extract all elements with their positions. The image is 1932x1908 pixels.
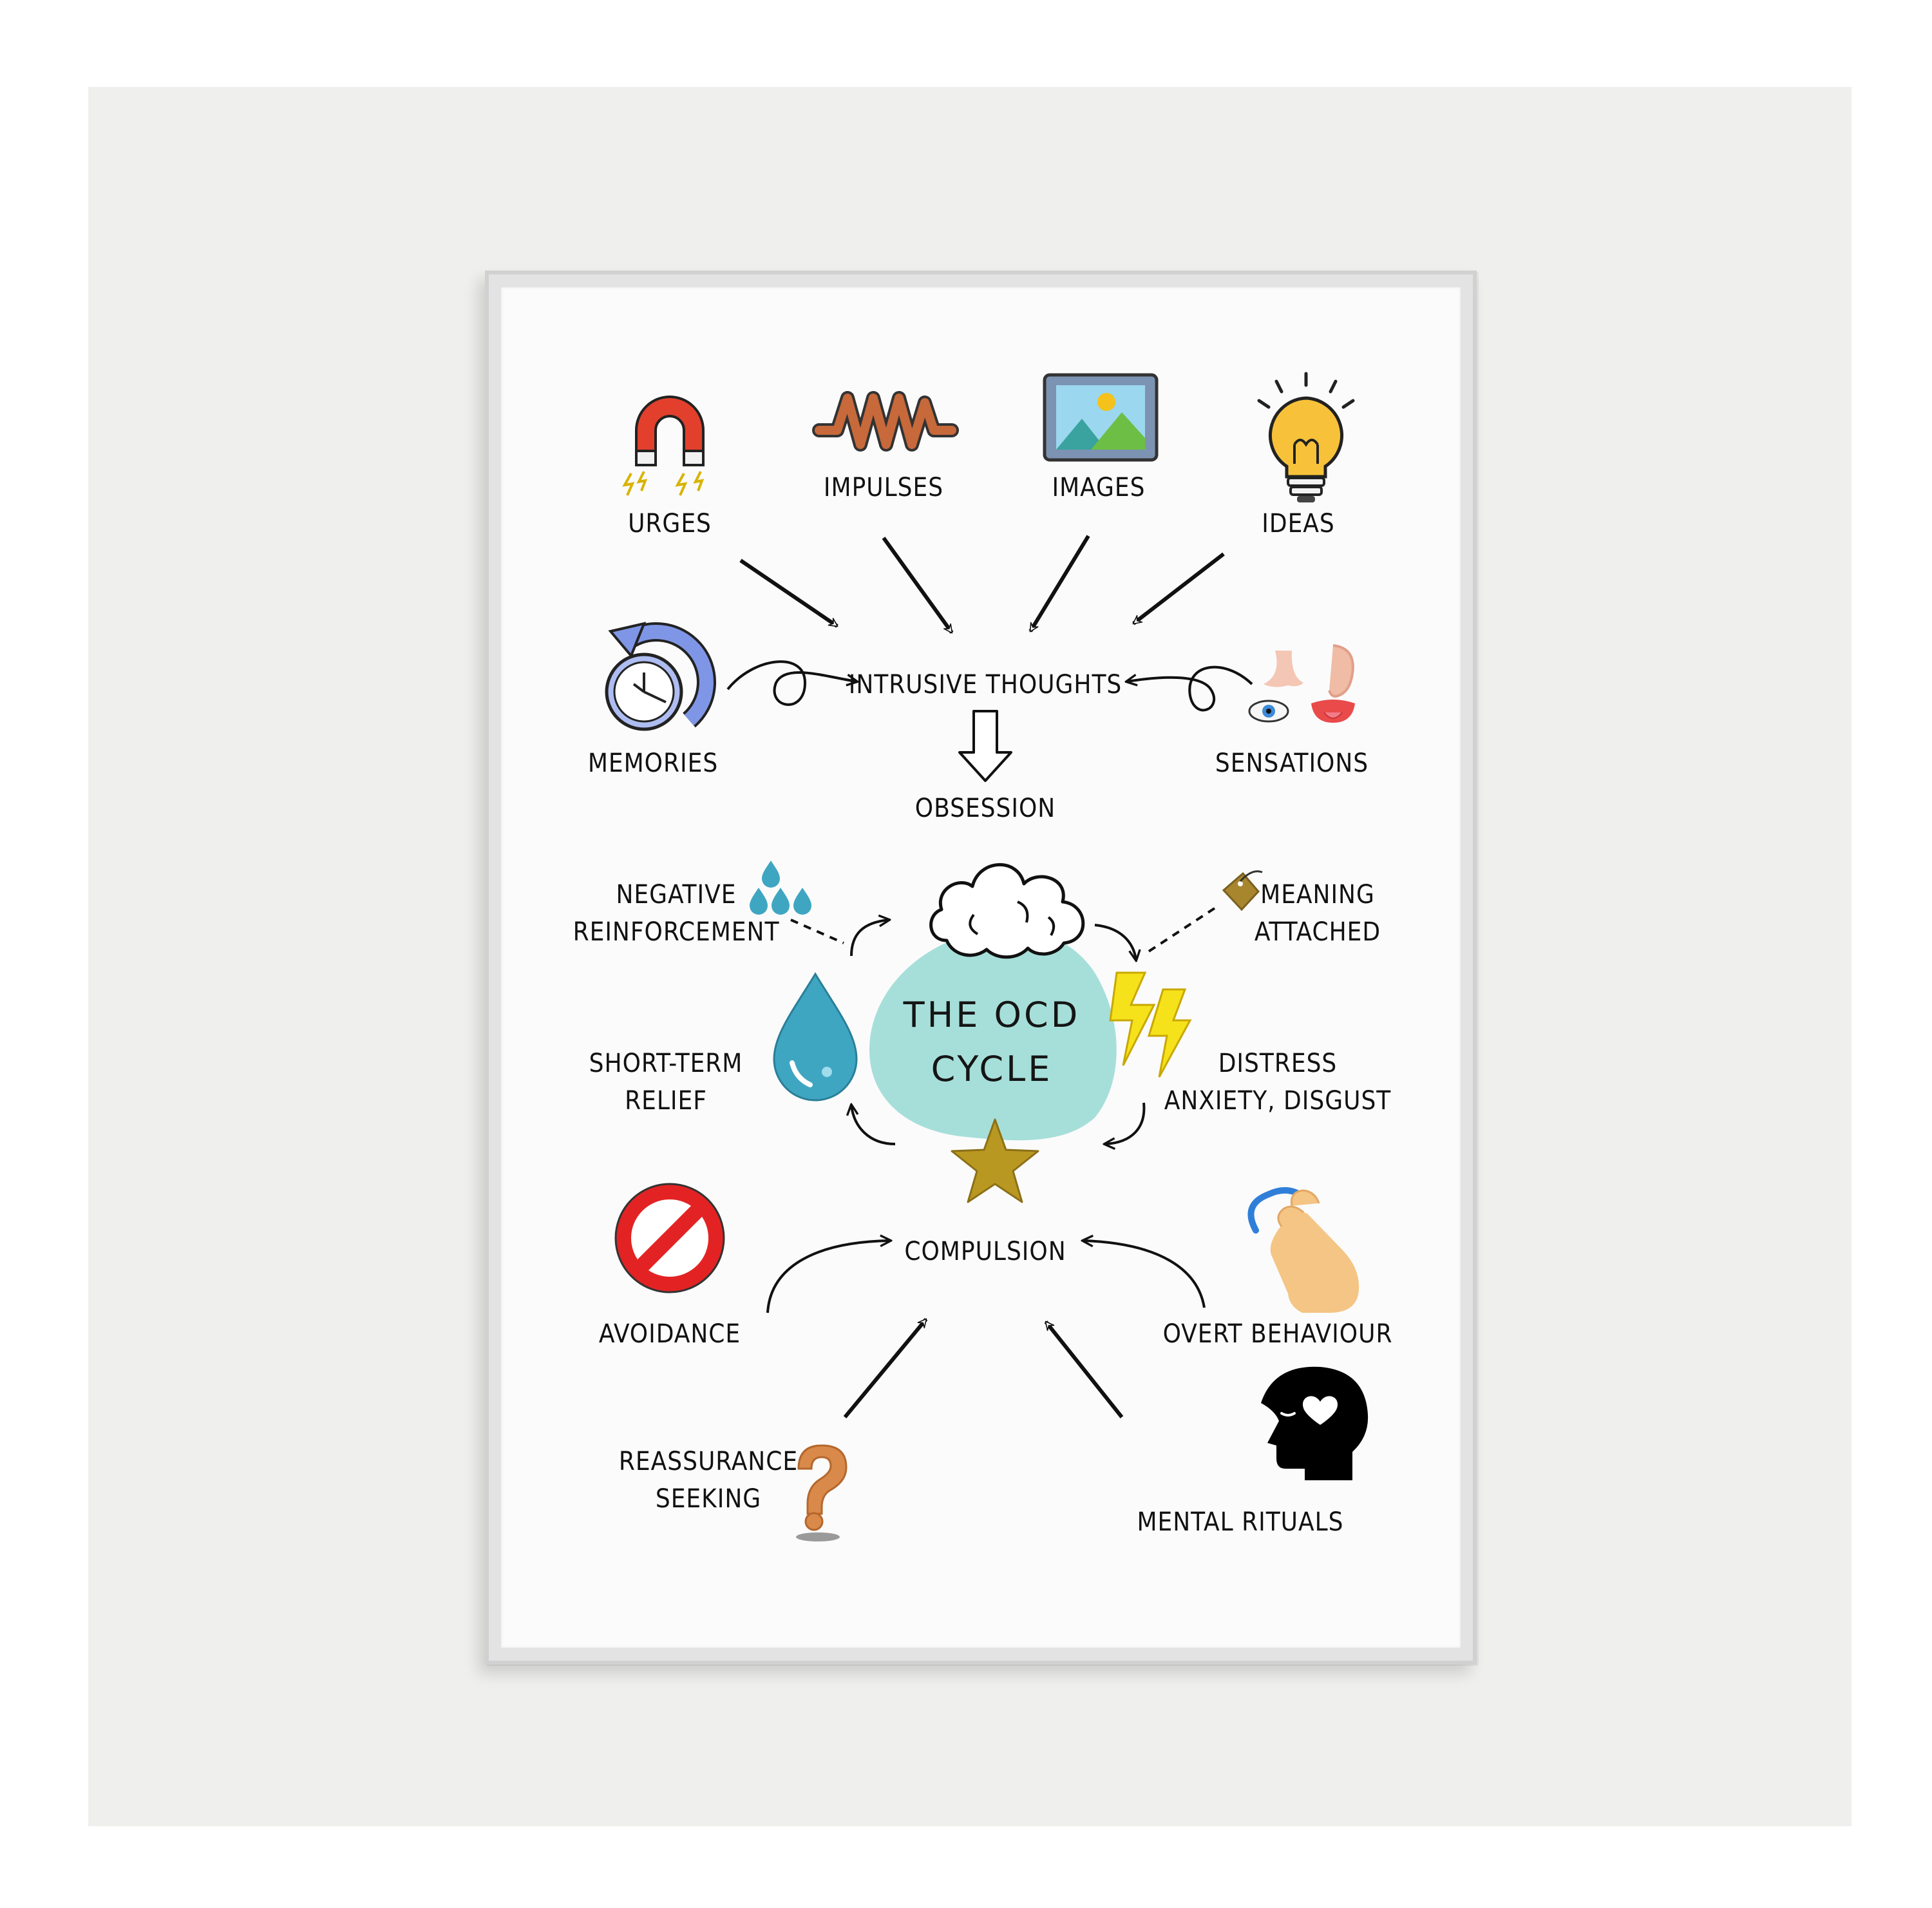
magnet-icon <box>622 396 705 496</box>
label-urges: URGES <box>628 509 712 539</box>
label-mental-rituals: MENTAL RITUALS <box>1137 1507 1344 1537</box>
head-heart-icon <box>1261 1366 1368 1480</box>
diagonal-arrows-to-compulsion <box>843 1318 1124 1418</box>
drop-icon <box>773 972 858 1102</box>
tag-icon <box>1222 870 1263 911</box>
cycle-blob <box>869 929 1117 1141</box>
label-memories: MEMORIES <box>587 749 719 778</box>
cycle-title: THE OCD CYCLE <box>903 995 1081 1089</box>
label-distress: DISTRESS ANXIETY, DISGUST <box>1164 1049 1392 1116</box>
label-images: IMAGES <box>1052 473 1146 502</box>
cycle-arrows <box>851 920 1146 1144</box>
label-reassurance-seeking: REASSURANCE SEEKING <box>618 1447 799 1514</box>
wave-icon <box>812 391 959 452</box>
curly-arrows <box>726 660 1253 712</box>
hand-icon <box>1247 1187 1359 1313</box>
label-meaning-attached: MEANING ATTACHED <box>1254 880 1381 947</box>
label-impulses: IMPULSES <box>823 473 944 502</box>
cloud-icon <box>929 863 1085 959</box>
lightning-icon <box>1109 971 1192 1078</box>
label-intrusive-thoughts: INTRUSIVE THOUGHTS <box>848 670 1122 700</box>
label-avoidance: AVOIDANCE <box>598 1319 741 1349</box>
down-arrow-icon <box>958 710 1012 782</box>
star-icon <box>951 1118 1039 1203</box>
label-sensations: SENSATIONS <box>1215 749 1369 778</box>
droplets-icon <box>750 861 811 915</box>
clock-icon <box>605 622 716 731</box>
dashed-connectors <box>790 907 1216 956</box>
label-short-term-relief: SHORT-TERM RELIEF <box>589 1049 743 1116</box>
label-compulsion: COMPULSION <box>904 1237 1066 1266</box>
lightbulb-icon <box>1257 372 1355 502</box>
picture-icon <box>1043 373 1159 462</box>
curved-arrows-to-compulsion <box>766 1241 1206 1313</box>
question-mark-icon <box>796 1444 848 1541</box>
senses-icon <box>1248 644 1355 723</box>
prohibited-icon <box>614 1183 725 1293</box>
label-obsession: OBSESSION <box>914 794 1056 823</box>
label-overt-behaviour: OVERT BEHAVIOUR <box>1162 1319 1393 1349</box>
arrows-to-intrusive-thoughts <box>739 535 1225 634</box>
label-negative-reinforcement: NEGATIVE REINFORCEMENT <box>573 880 780 947</box>
label-ideas: IDEAS <box>1262 509 1335 539</box>
